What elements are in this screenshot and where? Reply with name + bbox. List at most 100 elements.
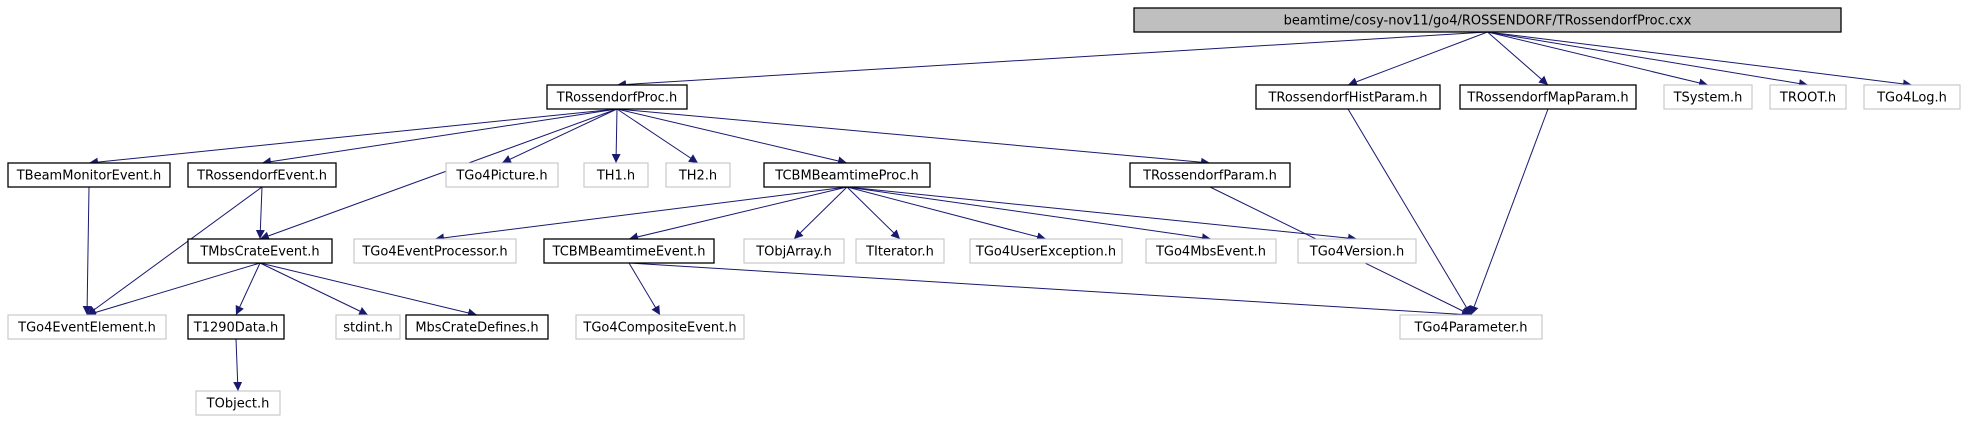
node-box (445, 162, 559, 188)
node-beammon[interactable]: TBeamMonitorEvent.h (7, 162, 171, 188)
node-label: TRossendorfMapParam.h (1466, 91, 1628, 106)
edge-t1290-to-tobject (233, 338, 243, 392)
node-label: TGo4Log.h (1876, 91, 1947, 106)
node-root[interactable]: beamtime/cosy-nov11/go4/ROSSENDORF/TRoss… (1133, 7, 1842, 33)
node-label: TRossendorfProc.h (556, 91, 677, 106)
node-label: TGo4Parameter.h (1413, 321, 1527, 336)
node-cbmevent[interactable]: TCBMBeamtimeEvent.h (543, 238, 715, 264)
node-tobject: TObject.h (195, 390, 281, 416)
node-go4param: TGo4Parameter.h (1399, 314, 1543, 340)
node-label: TRossendorfEvent.h (196, 169, 327, 184)
node-label: TRossendorfHistParam.h (1267, 91, 1427, 106)
node-label: stdint.h (343, 321, 392, 336)
edge-cbmproc-to-go4mbsevent (846, 186, 1212, 243)
edge-proc-to-beammon (88, 108, 618, 167)
edge-proc-to-mbscrate (259, 108, 618, 241)
node-label: TGo4UserException.h (975, 245, 1116, 260)
edge-root-to-histparam (1347, 31, 1488, 87)
edge-proc-to-cbmproc (616, 108, 848, 166)
node-label: beamtime/cosy-nov11/go4/ROSSENDORF/TRoss… (1284, 14, 1692, 29)
node-mapparam[interactable]: TRossendorfMapParam.h (1459, 84, 1637, 110)
node-label: TObject.h (206, 397, 270, 412)
node-label: TGo4Version.h (1309, 245, 1404, 260)
node-box (187, 162, 337, 188)
node-label: TGo4MbsEvent.h (1155, 245, 1266, 260)
edge-root-to-tsystem (1487, 31, 1709, 88)
edge-mbscrate-to-t1290 (235, 262, 261, 316)
node-box (187, 238, 333, 264)
edge-mapparam-to-go4param (1469, 108, 1549, 316)
node-label: TCBMBeamtimeProc.h (774, 169, 918, 184)
edge-cbmproc-to-cbmevent (628, 186, 848, 242)
node-box (353, 238, 517, 264)
node-box (1399, 314, 1543, 340)
node-box (1459, 84, 1637, 110)
node-t1290[interactable]: T1290Data.h (187, 314, 285, 340)
node-box (1133, 7, 1842, 33)
node-cbmproc[interactable]: TCBMBeamtimeProc.h (763, 162, 931, 188)
edge-mbscrate-to-go4evelem (86, 262, 261, 317)
node-go4composite: TGo4CompositeEvent.h (575, 314, 745, 340)
node-label: TCBMBeamtimeEvent.h (552, 245, 706, 260)
edge-cbmproc-to-titerator (846, 186, 901, 240)
node-go4evelem: TGo4EventElement.h (7, 314, 167, 340)
edge-proc-to-rossparam (616, 108, 1211, 167)
edge-proc-to-th2 (616, 108, 699, 164)
node-label: TH2.h (678, 169, 717, 184)
node-label: TGo4EventProcessor.h (361, 245, 507, 260)
node-label: TObjArray.h (755, 245, 832, 260)
edge-beammon-to-go4evelem (82, 186, 92, 316)
edge-cbmproc-to-go4version (846, 186, 1358, 243)
edge-cbmevent-to-go4param (628, 262, 1472, 319)
edge-cbmproc-to-go4userexc (846, 186, 1047, 242)
node-proc[interactable]: TRossendorfProc.h (546, 84, 688, 110)
node-box (1663, 84, 1753, 110)
node-th1: TH1.h (583, 162, 649, 188)
node-label: TSystem.h (1673, 91, 1743, 106)
node-box (335, 314, 401, 340)
edge-mbscrate-to-mbsdefines (259, 262, 478, 318)
node-tsystem: TSystem.h (1663, 84, 1753, 110)
node-box (1129, 162, 1291, 188)
node-box (855, 238, 945, 264)
node-histparam[interactable]: TRossendorfHistParam.h (1255, 84, 1441, 110)
node-go4log: TGo4Log.h (1863, 84, 1961, 110)
node-rossevent[interactable]: TRossendorfEvent.h (187, 162, 337, 188)
node-box (1145, 238, 1277, 264)
node-go4userexc: TGo4UserException.h (969, 238, 1123, 264)
node-label: TGo4EventElement.h (17, 321, 156, 336)
node-box (405, 314, 549, 340)
node-rossparam[interactable]: TRossendorfParam.h (1129, 162, 1291, 188)
node-box (969, 238, 1123, 264)
node-label: TBeamMonitorEvent.h (16, 169, 162, 184)
node-box (1769, 84, 1847, 110)
edge-root-to-proc (616, 31, 1488, 89)
node-box (1255, 84, 1441, 110)
node-stdint: stdint.h (335, 314, 401, 340)
node-th2: TH2.h (665, 162, 731, 188)
edge-root-to-troot (1487, 31, 1809, 88)
node-label: TIterator.h (865, 245, 934, 260)
node-label: TMbsCrateEvent.h (199, 245, 319, 260)
edge-proc-to-go4picture (501, 108, 618, 164)
edge-cbmproc-to-go4evproc (434, 186, 848, 243)
edge-rossevent-to-go4evelem (86, 186, 263, 316)
node-box (575, 314, 745, 340)
node-box (1863, 84, 1961, 110)
node-mbsdefines[interactable]: MbsCrateDefines.h (405, 314, 549, 340)
node-label: T1290Data.h (193, 321, 278, 336)
node-mbscrate[interactable]: TMbsCrateEvent.h (187, 238, 333, 264)
node-go4mbsevent: TGo4MbsEvent.h (1145, 238, 1277, 264)
node-label: TGo4CompositeEvent.h (582, 321, 736, 336)
node-box (763, 162, 931, 188)
node-box (583, 162, 649, 188)
node-label: TROOT.h (1779, 91, 1836, 106)
node-go4version: TGo4Version.h (1297, 238, 1417, 264)
node-box (195, 390, 281, 416)
node-troot: TROOT.h (1769, 84, 1847, 110)
node-label: TRossendorfParam.h (1142, 169, 1277, 184)
edge-histparam-to-go4param (1347, 108, 1472, 316)
node-go4evproc: TGo4EventProcessor.h (353, 238, 517, 264)
edge-proc-to-rossevent (261, 108, 618, 167)
